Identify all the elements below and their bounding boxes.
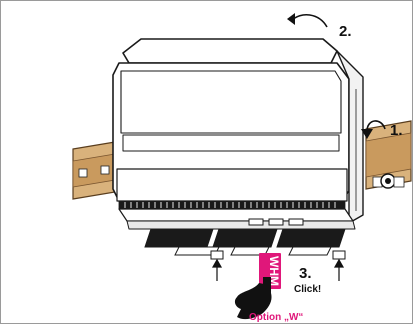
click-label: Click!: [294, 284, 321, 295]
step-1-label: 1.: [390, 122, 403, 139]
step-2-label: 2.: [339, 23, 352, 40]
screw-icon: [381, 174, 395, 188]
option-w-label: Option „W“: [249, 312, 303, 323]
curved-arrow-icon: [287, 13, 327, 27]
arrow-up-icon: [213, 260, 221, 281]
arrow-up-icon: [335, 260, 343, 281]
device-housing: [113, 39, 363, 229]
step-3-label: 3.: [299, 265, 312, 282]
release-clip-left: [211, 251, 223, 259]
release-clip-right: [333, 251, 345, 259]
